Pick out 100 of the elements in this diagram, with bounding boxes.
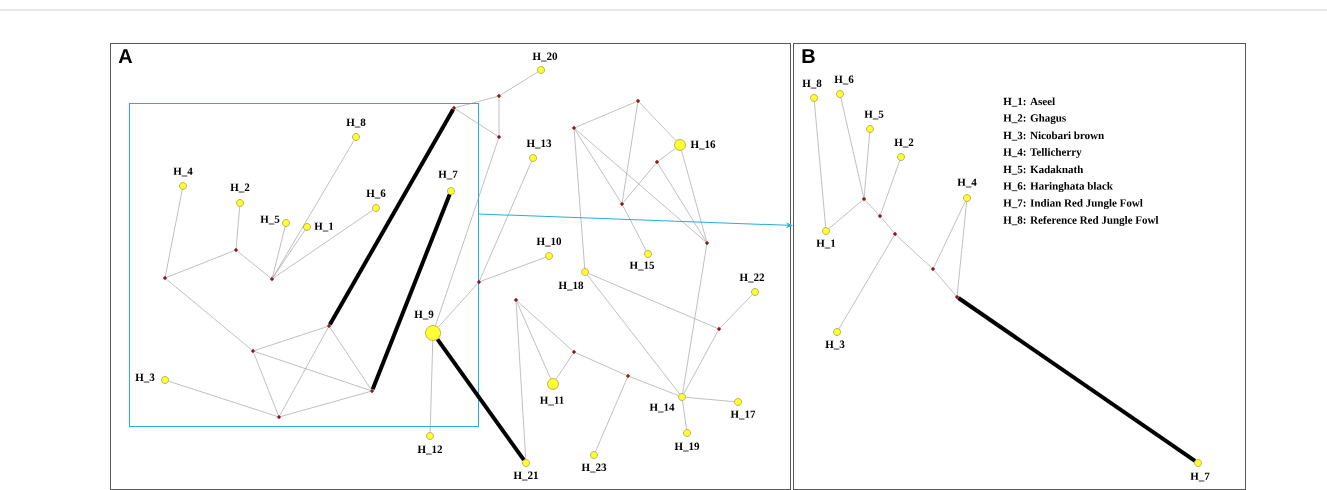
legend-text: H_2: Ghagus (1003, 114, 1066, 125)
legend-text: H_1: Aseel (1003, 97, 1055, 107)
network-edge (814, 101, 826, 228)
network-edge (956, 201, 967, 296)
haplotype-label: H_12 (417, 445, 443, 455)
network-edge (880, 217, 895, 233)
network-edge (629, 376, 679, 396)
network-edge (573, 130, 585, 269)
median-vector-diamond (162, 275, 168, 281)
haplotype-label: H_23 (581, 463, 607, 473)
haplotype-label: H_8 (346, 118, 366, 128)
median-vector-diamond (269, 276, 275, 282)
haplotype-label: H_2 (894, 138, 914, 148)
haplotype-label: H_17 (730, 410, 756, 420)
network-edge (575, 101, 637, 128)
median-vector-diamond (954, 294, 960, 300)
network-edge (168, 380, 278, 417)
median-vector-diamond (571, 349, 577, 355)
network-edge (480, 257, 546, 282)
median-vector-diamond (496, 134, 502, 140)
network-edge (933, 270, 957, 296)
network-edge (828, 199, 863, 229)
mutation-branch (957, 296, 1197, 463)
network-edge (657, 163, 707, 242)
median-vector-diamond (326, 323, 332, 329)
haplotype-label: H_15 (629, 261, 655, 271)
median-vector-diamond (496, 93, 502, 99)
median-vector-diamond (635, 98, 641, 104)
network-edge (279, 327, 329, 416)
haplotype-label: H_3 (135, 373, 155, 383)
legend-text: H_3: Nicobari brown (1003, 131, 1104, 141)
haplotype-label: H_11 (539, 396, 564, 406)
haplotype-label: H_20 (532, 52, 558, 62)
network-edge (658, 148, 676, 162)
legend-text: H_8: Reference Red Jungle Fowl (1003, 215, 1159, 227)
network-edge (455, 96, 498, 108)
panel-letter: B (802, 49, 815, 63)
zoom-arrow (478, 213, 793, 228)
median-vector-diamond (704, 240, 710, 246)
network-edge (237, 250, 271, 279)
network-edge (840, 97, 864, 198)
haplotype-label: H_2 (230, 183, 250, 193)
haplotype-label: H_1 (816, 239, 836, 249)
panel-letter: A (118, 49, 133, 63)
haplotype-label: H_5 (260, 215, 280, 225)
network-edge (896, 234, 933, 269)
network-edge (253, 352, 279, 416)
mutation-branch (328, 108, 455, 326)
median-vector-diamond (369, 388, 375, 394)
network-edge (479, 161, 532, 281)
network-edge (272, 139, 355, 278)
network-edge (455, 108, 498, 137)
network-edge (685, 397, 735, 402)
mutation-branch (435, 338, 526, 462)
network-edge (638, 101, 677, 142)
median-vector-diamond (619, 201, 625, 207)
haplotype-label: H_18 (558, 281, 584, 291)
haplotype-label: H_19 (674, 442, 700, 452)
haplotype-label: H_3 (825, 340, 845, 350)
median-vector-diamond (625, 373, 631, 379)
haplotype-label: H_7 (1190, 472, 1210, 482)
median-vector-diamond (451, 105, 457, 111)
network-edge (435, 138, 499, 326)
median-vector-diamond (861, 196, 867, 202)
network-edge (254, 326, 328, 351)
network-edge (165, 189, 183, 277)
haplotype-label: H_22 (739, 273, 765, 283)
network-edge (622, 163, 657, 203)
median-vector-diamond (513, 297, 519, 303)
network-edge (166, 250, 235, 278)
haplotype-label: H_8 (802, 79, 822, 89)
mutation-branch (370, 193, 452, 390)
network-edge (500, 71, 539, 96)
network-edge (498, 98, 500, 135)
network-edge (166, 278, 252, 351)
network-edge (273, 209, 374, 279)
network-edge (587, 274, 680, 395)
network-edge (864, 199, 880, 216)
network-edge (682, 244, 707, 394)
haplotype-label: H_13 (526, 139, 552, 149)
median-vector-diamond (571, 125, 577, 131)
median-vector-diamond (877, 213, 883, 219)
legend-text: H_7: Indian Red Jungle Fowl (1003, 199, 1143, 210)
network-edge (595, 377, 628, 452)
median-vector-diamond (476, 279, 482, 285)
median-vector-diamond (233, 247, 239, 253)
network-edge (235, 206, 240, 249)
network-edge (719, 294, 753, 329)
median-vector-diamond (276, 414, 282, 420)
haplotype-label: H_10 (536, 237, 562, 247)
network-edge (574, 129, 622, 203)
median-vector-diamond (716, 326, 722, 332)
network-edge (429, 340, 434, 433)
network-edge (838, 235, 895, 330)
network-edge (254, 351, 371, 391)
haplotype-label: H_4 (173, 167, 193, 177)
haplotype-label: H_14 (649, 403, 675, 413)
legend-text: H_6: Haringhata black (1003, 182, 1113, 193)
zoom-box (129, 103, 479, 427)
haplotype-label: H_16 (690, 140, 716, 150)
